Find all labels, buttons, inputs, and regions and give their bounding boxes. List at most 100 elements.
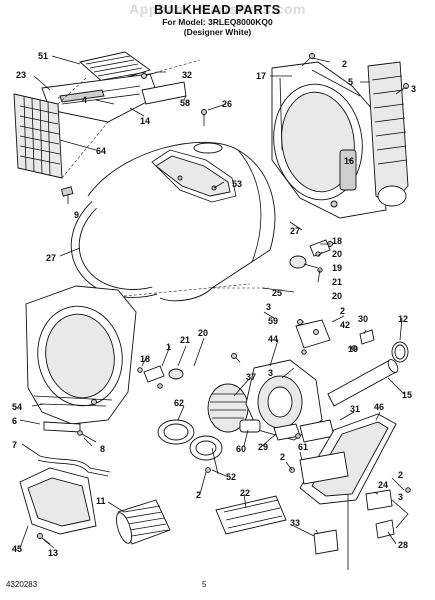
callout-2-top: 2 — [342, 59, 347, 69]
exhaust-tube-15 — [327, 359, 399, 407]
callout-3-bottom: 3 — [398, 492, 403, 502]
callout-30: 30 — [358, 314, 368, 324]
callout-11: 11 — [96, 496, 106, 506]
wire-harness-7 — [37, 455, 111, 477]
screw-8 — [77, 430, 97, 443]
callout-25: 25 — [272, 288, 282, 298]
callout-21-top: 21 — [332, 277, 342, 287]
callout-13: 13 — [48, 548, 58, 558]
seal-52 — [189, 435, 223, 461]
callout-7: 7 — [12, 440, 17, 450]
screw-26 — [201, 109, 207, 126]
bearing-62 — [157, 419, 195, 445]
callout-18-top: 18 — [332, 236, 342, 246]
callout-12: 12 — [398, 314, 408, 324]
callout-10: 10 — [348, 344, 358, 354]
clip-9 — [60, 186, 74, 197]
callout-8: 8 — [100, 444, 105, 454]
callout-29: 29 — [258, 442, 268, 452]
callout-28: 28 — [398, 540, 408, 550]
blower-housing — [245, 359, 323, 441]
callout-6: 6 — [12, 416, 17, 426]
exhaust-hose-11 — [115, 499, 171, 545]
clamp-12 — [391, 341, 409, 363]
clip-33 — [313, 529, 339, 555]
page-number: 5 — [202, 580, 207, 589]
callout-2-bottom-left: 2 — [196, 490, 201, 500]
callout-22: 22 — [240, 488, 250, 498]
callout-4: 4 — [82, 95, 87, 105]
callout-24: 24 — [378, 480, 388, 490]
callout-58: 58 — [180, 98, 190, 108]
callout-17: 17 — [256, 71, 266, 81]
screw-2-mid — [231, 353, 241, 363]
diagram-title: BULKHEAD PARTS — [154, 2, 281, 17]
glide-6 — [43, 421, 81, 433]
model-line: For Model: 3RLEQ8000KQ0 — [162, 17, 273, 27]
duct-opening — [377, 185, 407, 207]
lint-screen-cover — [79, 51, 151, 85]
callout-23: 23 — [16, 70, 26, 80]
callout-42: 42 — [340, 320, 350, 330]
callout-1: 1 — [166, 342, 171, 352]
callout-20-mid: 20 — [332, 291, 342, 301]
callout-53: 53 — [232, 179, 242, 189]
lint-filter — [13, 93, 63, 179]
callout-54: 54 — [12, 402, 22, 412]
callout-19: 19 — [332, 263, 342, 273]
callout-62: 62 — [174, 398, 184, 408]
callout-52: 52 — [226, 472, 236, 482]
screw-3-top — [395, 83, 409, 95]
callout-32: 32 — [182, 70, 192, 80]
thermal-fuse-group — [289, 239, 333, 273]
motor-mount-44 — [295, 319, 331, 355]
bolt-2-top — [301, 53, 315, 67]
screw-2-bottom — [205, 467, 295, 473]
callout-51: 51 — [38, 51, 48, 61]
callout-2-bottom-mid: 2 — [280, 452, 285, 462]
callout-15: 15 — [402, 390, 412, 400]
bracket-24 — [365, 489, 393, 511]
callout-31: 31 — [350, 404, 360, 414]
callout-21-left: 21 — [180, 335, 190, 345]
callout-46: 46 — [374, 402, 384, 412]
callout-44: 44 — [268, 334, 278, 344]
lint-chute — [19, 467, 97, 535]
switch-29 — [273, 423, 301, 441]
callout-3-mid: 3 — [266, 302, 271, 312]
callout-3-blower: 3 — [268, 368, 273, 378]
heater-22 — [215, 495, 287, 535]
callout-3-top: 3 — [411, 84, 416, 94]
callout-16: 16 — [344, 156, 354, 166]
clip-28 — [375, 519, 395, 539]
callout-37: 37 — [246, 372, 256, 382]
screw-32 — [141, 71, 159, 79]
callout-27-left: 27 — [46, 253, 56, 263]
callout-26: 26 — [222, 99, 232, 109]
lint-screen-frame — [41, 73, 159, 123]
callout-61: 61 — [298, 442, 308, 452]
callout-45: 45 — [12, 544, 22, 554]
callout-2-mid: 2 — [340, 306, 345, 316]
heater-cover — [367, 61, 409, 207]
document-number: 4320283 — [6, 580, 38, 589]
color-line: (Designer White) — [183, 27, 252, 37]
callout-60: 60 — [236, 444, 246, 454]
drum — [70, 141, 276, 302]
callout-14: 14 — [140, 116, 150, 126]
callout-20-top: 20 — [332, 249, 342, 259]
cover-61 — [299, 451, 349, 485]
clip-30 — [359, 329, 375, 345]
callout-64: 64 — [96, 146, 106, 156]
callout-18-left: 18 — [140, 354, 150, 364]
callout-33: 33 — [290, 518, 300, 528]
callout-2-bottom-right: 2 — [398, 470, 403, 480]
callout-59: 59 — [268, 316, 278, 326]
callout-9: 9 — [74, 210, 79, 220]
rear-bulkhead — [271, 61, 387, 219]
callout-27-right: 27 — [290, 226, 300, 236]
callout-20-left: 20 — [198, 328, 208, 338]
thermostat-group — [137, 365, 184, 389]
motor-60 — [239, 419, 261, 433]
